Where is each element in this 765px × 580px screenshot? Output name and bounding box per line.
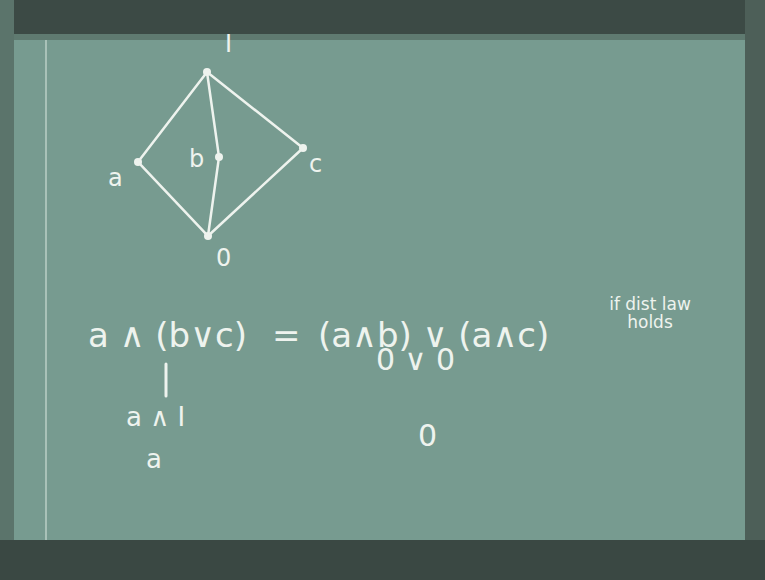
lattice-vertex: a xyxy=(134,158,142,166)
board-frame-edge xyxy=(0,34,765,40)
lattice-edge xyxy=(210,74,300,145)
vertex-label: b xyxy=(189,147,204,171)
lattice-edge xyxy=(141,165,206,233)
vertex-label: a xyxy=(108,166,123,190)
chalk-text: 0 ∨ 0 xyxy=(376,344,455,376)
vertex-label: 0 xyxy=(216,246,231,270)
vertex-label: I xyxy=(225,32,232,56)
chalk-text: if dist law holds xyxy=(600,296,700,332)
board-frame-top xyxy=(0,0,765,34)
board-frame-left xyxy=(0,0,14,580)
chalk-text: a ∧ (b∨c) xyxy=(88,318,247,354)
chalk-text: 0 xyxy=(418,420,437,452)
lattice-edge xyxy=(208,76,219,153)
lattice-edge xyxy=(211,151,300,234)
board-seam xyxy=(45,40,47,540)
chalk-tray xyxy=(0,540,765,580)
vertex-label: c xyxy=(309,152,322,176)
lattice-vertex: c xyxy=(299,144,307,152)
chalk-text: a xyxy=(146,446,162,473)
chalk-text: = xyxy=(272,318,301,354)
board-frame-right xyxy=(745,0,765,580)
lattice-edge xyxy=(209,161,219,232)
lattice-vertex: 0 xyxy=(204,232,212,240)
lattice-vertex: I xyxy=(203,68,211,76)
lattice-vertex: b xyxy=(215,153,223,161)
chalk-stroke xyxy=(165,364,168,396)
chalk-text: a ∧ I xyxy=(126,404,185,431)
